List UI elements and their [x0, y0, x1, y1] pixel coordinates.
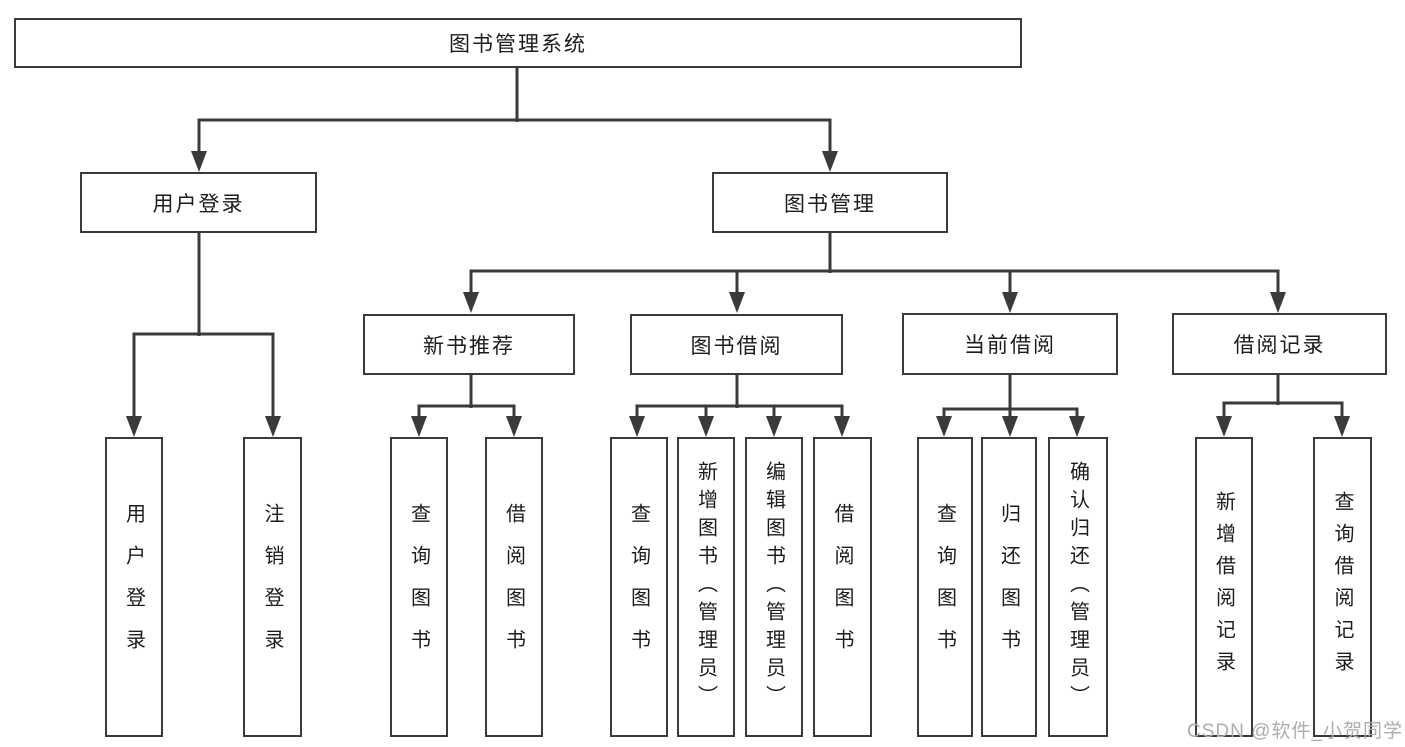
leaf-query-book-2-label: 查询图书	[627, 503, 650, 671]
leaf-edit-book-admin-label: 编辑图书（管理员）	[762, 461, 785, 713]
leaf-user-login-label: 用户登录	[122, 503, 145, 671]
node-root: 图书管理系统	[14, 18, 1022, 68]
leaf-add-borrow-record: 新增借阅记录	[1195, 437, 1253, 737]
leaf-borrow-book-2-label: 借阅图书	[831, 503, 853, 671]
leaf-return-book: 归还图书	[981, 437, 1037, 737]
leaf-query-book-3: 查询图书	[917, 437, 973, 737]
leaf-return-book-label: 归还图书	[997, 503, 1020, 671]
leaf-query-book-1: 查询图书	[390, 437, 448, 737]
node-book-management-label: 图书管理	[784, 192, 876, 216]
node-book-management: 图书管理	[712, 172, 948, 233]
leaf-logout-label: 注销登录	[261, 503, 283, 671]
node-borrow-records: 借阅记录	[1172, 313, 1387, 375]
leaf-logout: 注销登录	[243, 437, 302, 737]
leaf-add-borrow-record-label: 新增借阅记录	[1212, 491, 1235, 683]
leaf-add-book-admin: 新增图书（管理员）	[677, 437, 735, 737]
node-book-borrow: 图书借阅	[630, 314, 843, 375]
node-new-book-recommend-label: 新书推荐	[423, 334, 515, 358]
leaf-borrow-book-1-label: 借阅图书	[502, 503, 525, 671]
node-current-borrow: 当前借阅	[902, 313, 1118, 375]
leaf-user-login: 用户登录	[105, 437, 163, 737]
leaf-add-book-admin-label: 新增图书（管理员）	[694, 461, 717, 713]
node-root-label: 图书管理系统	[449, 33, 587, 56]
leaf-query-book-2: 查询图书	[610, 437, 668, 737]
node-new-book-recommend: 新书推荐	[363, 314, 575, 375]
leaf-query-book-1-label: 查询图书	[407, 503, 430, 671]
leaf-query-borrow-record-label: 查询借阅记录	[1331, 491, 1353, 683]
leaf-confirm-return-admin-label: 确认归还（管理员）	[1066, 461, 1089, 713]
arrowheads	[126, 151, 1350, 437]
leaf-borrow-book-2: 借阅图书	[813, 437, 872, 737]
leaf-borrow-book-1: 借阅图书	[485, 437, 543, 737]
leaf-edit-book-admin: 编辑图书（管理员）	[745, 437, 803, 737]
node-user-login-label: 用户登录	[152, 192, 245, 216]
node-current-borrow-label: 当前借阅	[964, 334, 1056, 357]
leaf-confirm-return-admin: 确认归还（管理员）	[1048, 437, 1108, 737]
node-user-login: 用户登录	[80, 172, 317, 233]
leaf-query-book-3-label: 查询图书	[933, 503, 956, 671]
node-book-borrow-label: 图书借阅	[690, 334, 783, 358]
leaf-query-borrow-record: 查询借阅记录	[1313, 437, 1372, 737]
node-borrow-records-label: 借阅记录	[1233, 334, 1326, 357]
